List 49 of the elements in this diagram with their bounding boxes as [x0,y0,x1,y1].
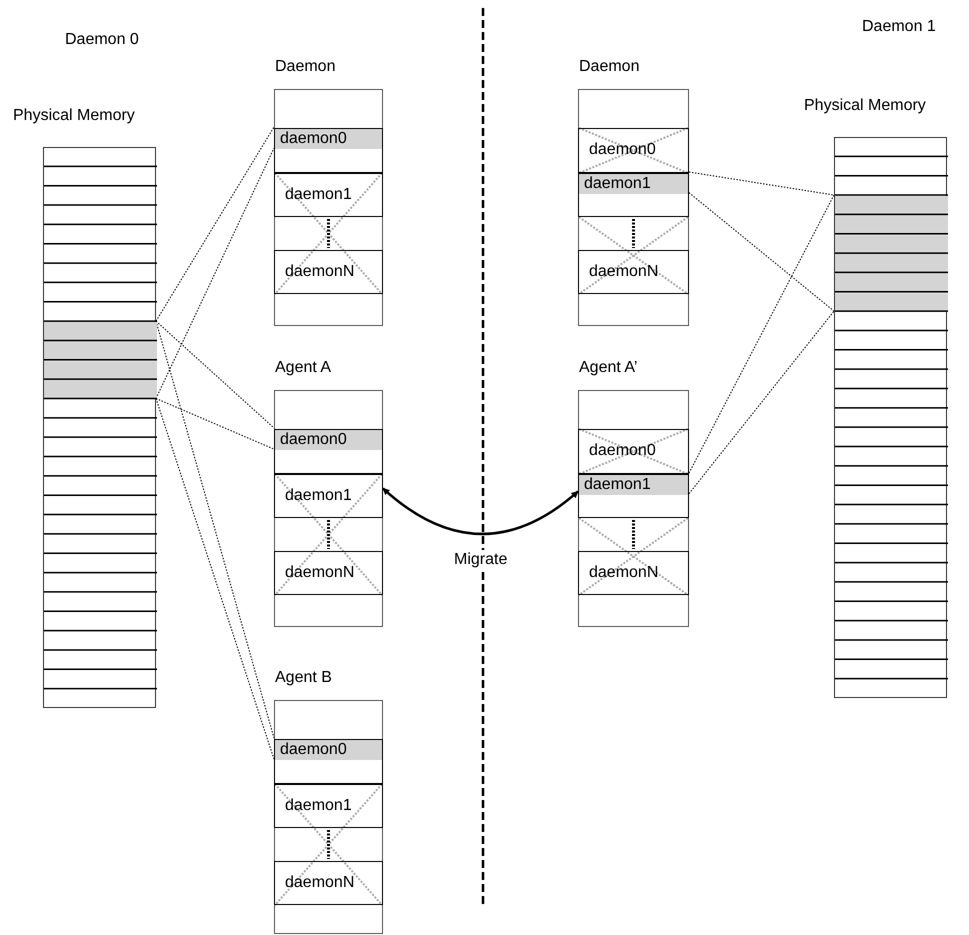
memory-segment [274,250,383,294]
box-title: Daemon [275,57,336,77]
segment-label: daemonN [284,262,356,282]
segment-label: daemon1 [284,185,353,205]
memory-segment [578,474,689,518]
box-title: Daemon [579,57,640,77]
mapping-line [688,192,834,312]
memory-title: Physical Memory [13,106,135,126]
mapping-line [156,320,274,428]
segment-label: daemonN [588,563,660,583]
memory-segment [578,250,689,294]
memory-segment [274,429,383,474]
mapping-line [156,398,274,760]
section-label: Daemon 0 [65,30,139,50]
memory-title: Physical Memory [804,96,926,116]
memory-segment [578,173,689,217]
segment-label: daemon1 [579,475,688,495]
mapping-line [688,310,834,494]
segment-label: daemon1 [579,174,688,194]
segment-label: daemon0 [588,140,657,160]
mapping-line [156,398,274,450]
mapping-line [688,194,834,474]
memory-segment [274,861,383,905]
memory-segment [274,784,383,828]
segment-label: daemon1 [284,796,353,816]
memory-segment [274,551,383,595]
memory-segment [274,173,383,217]
mapping-line [688,172,834,196]
arrow [382,487,579,536]
memory-segment [274,128,383,173]
box-title: Agent B [275,668,332,688]
segment-label: daemonN [284,563,356,583]
edge-label: Migrate [453,550,508,570]
segment-label: daemon1 [284,486,353,506]
section-label: Daemon 1 [862,17,936,37]
segment-label: daemon0 [275,430,382,450]
segment-label: daemonN [588,262,660,282]
box-title: Agent A’ [579,358,638,378]
segment-label: daemon0 [275,740,382,760]
segment-label: daemonN [284,873,356,893]
memory-block [44,322,157,400]
mapping-line [156,126,274,322]
segment-label: daemon0 [275,129,382,149]
segment-label: daemon0 [588,441,657,461]
memory-block [835,196,948,312]
memory-segment [274,474,383,518]
memory-segment [274,739,383,784]
memory-segment [578,551,689,595]
box-title: Agent A [275,358,332,378]
